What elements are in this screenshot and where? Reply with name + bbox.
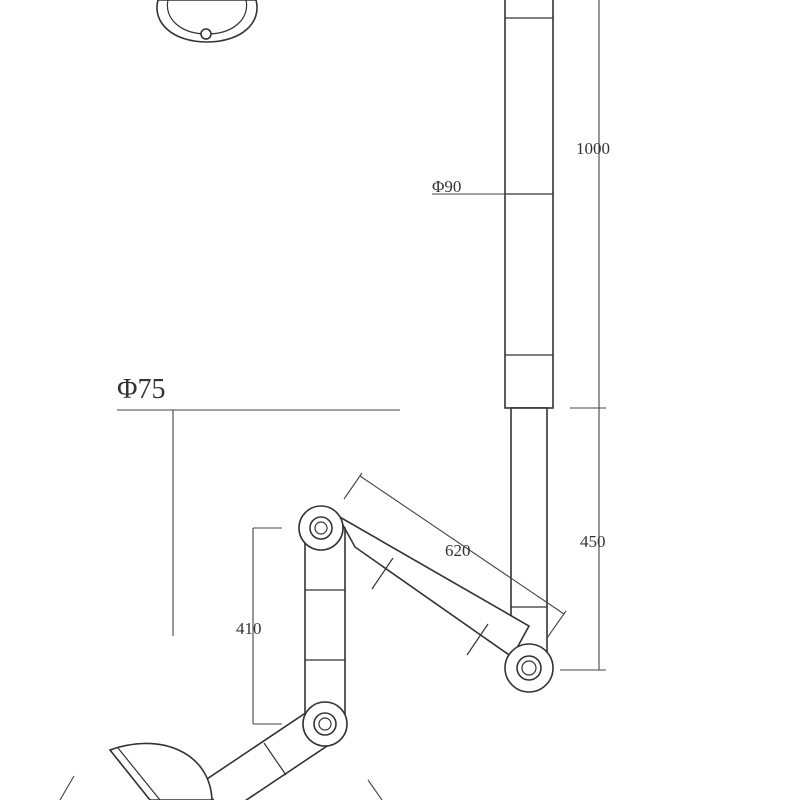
lower-pole-label: 450 [580,532,606,551]
lamp-shade [108,742,213,800]
upper-arm-label: 620 [445,541,471,560]
joint-pole [504,643,554,693]
dimension-pole-length: 1000 [570,0,610,409]
dimension-upper-arm: 620 [343,472,567,639]
dimension-lower-pole: 450 [560,408,606,671]
upper-pole [504,0,554,409]
joint-middle [302,701,348,747]
pole-diameter-label: Φ90 [432,177,461,196]
dimension-pole-diameter: Φ90 [432,177,505,196]
lower-arm [304,527,346,725]
dimension-lower-arm: 410 [236,527,282,725]
dimension-lamp-shade-partial [59,775,383,800]
joint-top [298,505,344,551]
pole-length-label: 1000 [576,139,610,158]
upper-arm [335,513,531,659]
dimension-lamp-diameter: Φ75 [117,374,400,636]
lower-arm-label: 410 [236,619,262,638]
lamp-diameter-label: Φ75 [117,374,165,405]
ceiling-mount [156,0,258,43]
